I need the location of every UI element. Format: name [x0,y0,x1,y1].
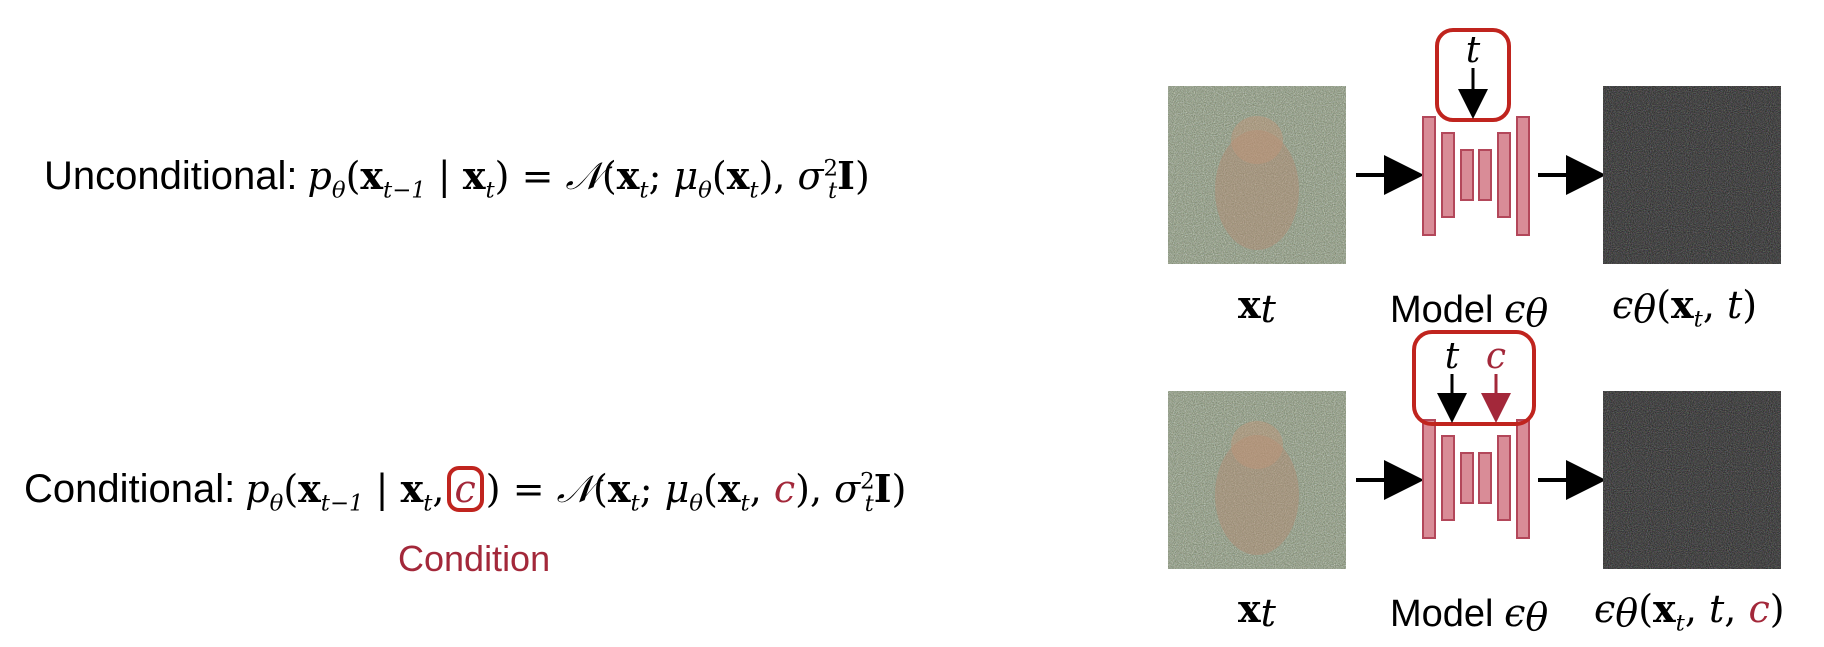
cond-input-label: c [1486,336,1506,377]
model-caption-2: Model ϵθ [1390,591,1549,640]
noisy-input-image [1168,86,1346,264]
row-unconditional: t [1168,28,1781,264]
predicted-noise-image [1603,86,1781,264]
model-caption: Model ϵθ [1390,287,1549,336]
noisy-input-image-2 [1168,391,1346,569]
output-caption-2: ϵθ(xt, t, c) [1594,586,1785,637]
conditional-equation: Conditional: pθ(xt−1 | xt,c) = 𝒩(xt; μθ(… [24,466,907,517]
condition-note: Condition [398,538,551,579]
unconditional-prefix: Unconditional: [44,154,298,198]
input-caption: xt [1238,282,1276,332]
time-cond-input-highlight [1412,330,1536,426]
time-input-highlight [1435,28,1511,122]
row-conditional: t c [1168,330,1781,569]
condition-symbol: c [446,466,484,512]
time-input-label-2: t [1445,336,1460,377]
unet-model-icon [1422,116,1530,236]
unconditional-equation: Unconditional: pθ(xt−1 | xt) = 𝒩(xt; μθ(… [44,153,870,204]
conditional-prefix: Conditional: [24,467,236,511]
unet-model-icon-2 [1422,419,1530,539]
input-caption-2: xt [1238,586,1276,636]
time-input-label: t [1466,30,1481,71]
predicted-noise-image-2 [1603,391,1781,569]
output-caption: ϵθ(xt, t) [1612,282,1758,333]
